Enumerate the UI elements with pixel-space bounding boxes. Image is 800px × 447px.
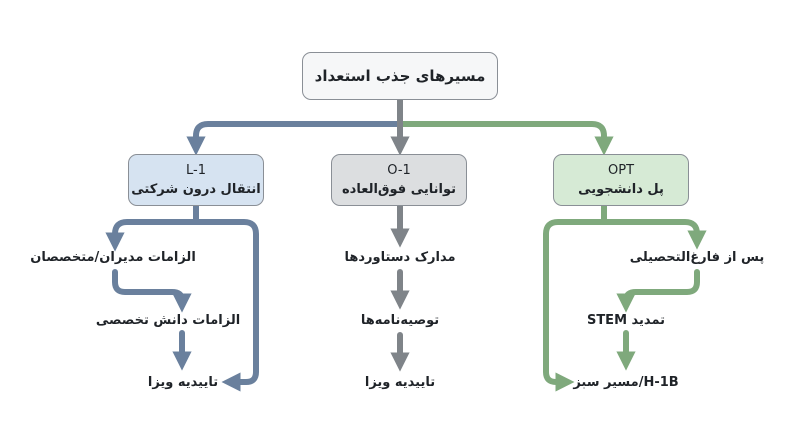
opt-code: OPT	[608, 163, 635, 178]
o1-step-evidence: مدارک دستاوردها	[344, 250, 456, 265]
connector-root-to-l1	[186, 97, 403, 156]
connector-l1-step1-to-step2	[112, 269, 192, 313]
connector-opt-to-step1	[601, 203, 707, 250]
l1-step-visa: تاییدیه ویزا	[147, 375, 219, 390]
l1-step-managers: الزامات مدیران/متخصصان	[30, 250, 196, 265]
connector-opt-to-h1b	[543, 203, 607, 392]
category-opt: OPT پل دانشجویی	[553, 154, 689, 206]
l1-name: انتقال درون شرکتی	[131, 182, 261, 197]
o1-step-recommendations: توصیه‌نامه‌ها	[360, 313, 440, 328]
connector-opt-step1-to-step2	[616, 269, 700, 313]
l1-step-knowledge: الزامات دانش تخصصی	[95, 313, 241, 328]
opt-step-h1b: H-1B/مسیر سبز	[573, 375, 679, 390]
opt-step-stem: تمدید STEM	[586, 313, 666, 328]
connector-root-to-opt	[397, 97, 614, 156]
connector-l1-to-visa	[193, 203, 259, 392]
category-l1: L-1 انتقال درون شرکتی	[128, 154, 264, 206]
category-o1: O-1 توانایی فوق‌العاده	[331, 154, 467, 206]
o1-code: O-1	[387, 163, 411, 178]
connector-l1-to-step1	[105, 203, 199, 252]
o1-step-visa: تاییدیه ویزا	[364, 375, 436, 390]
o1-name: توانایی فوق‌العاده	[342, 182, 456, 197]
root-node: مسیرهای جذب استعداد	[302, 52, 498, 100]
root-title: مسیرهای جذب استعداد	[314, 67, 486, 85]
opt-step-graduation: پس از فارغ‌التحصیلی	[629, 250, 765, 265]
opt-name: پل دانشجویی	[578, 182, 664, 197]
l1-code: L-1	[186, 163, 206, 178]
